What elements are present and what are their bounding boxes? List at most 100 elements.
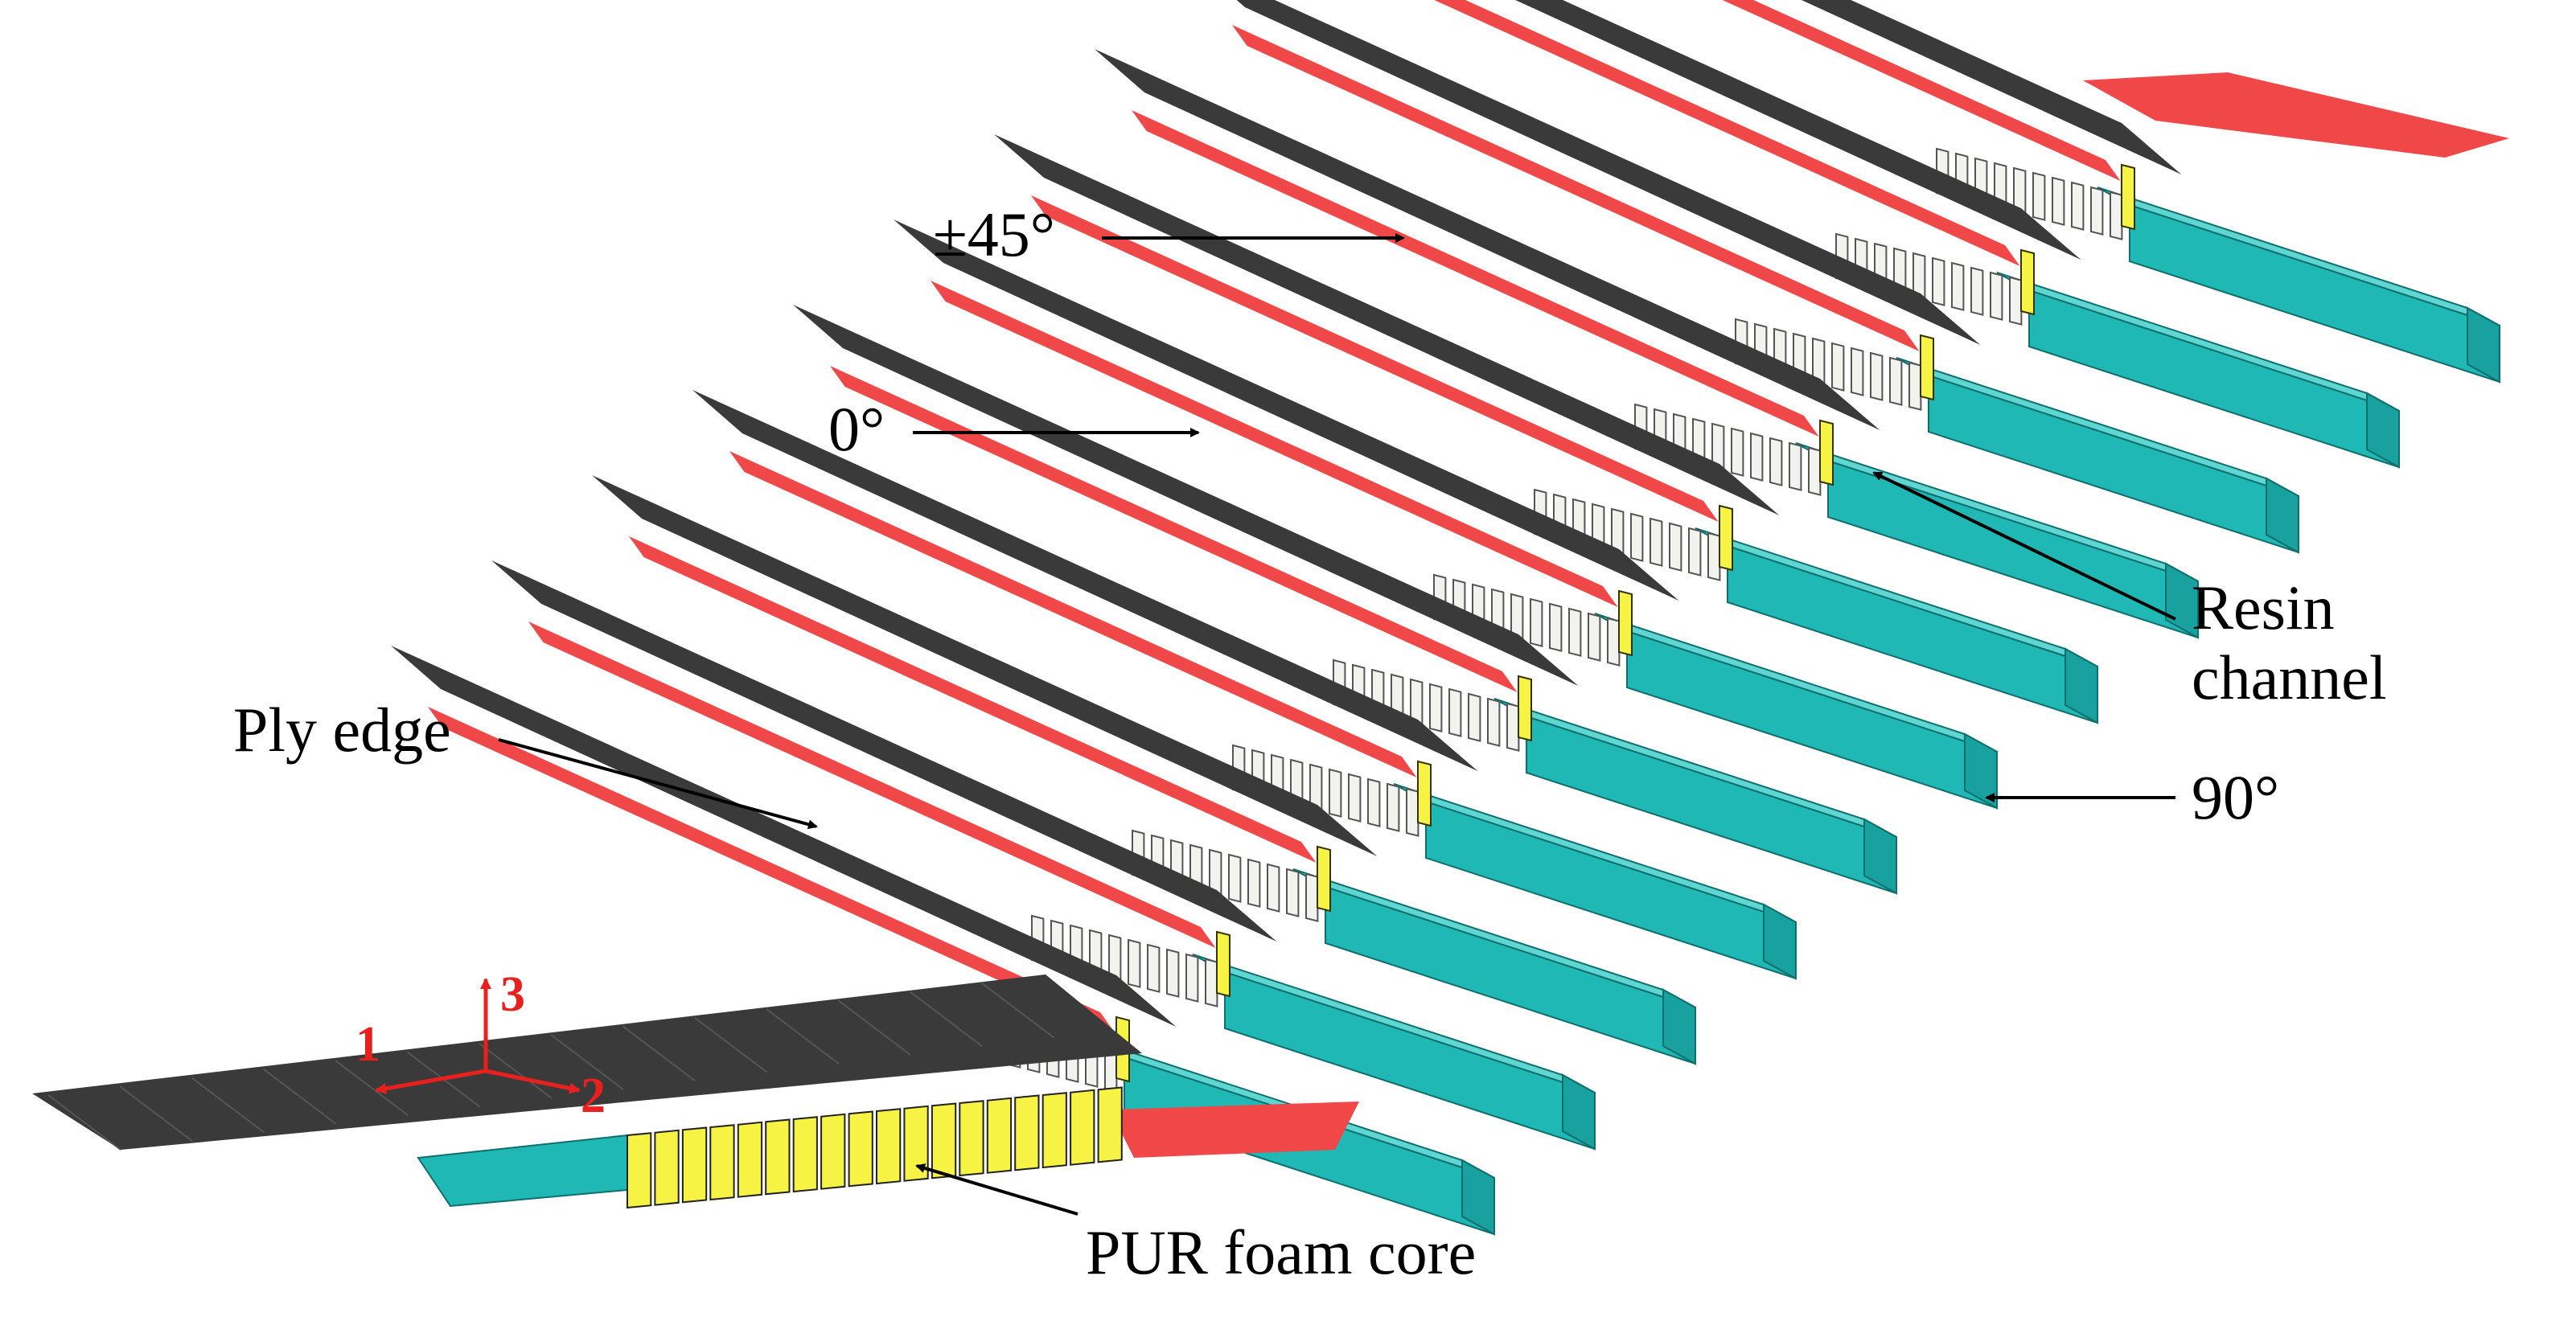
web-cell [1506,702,1520,752]
ply-steps [391,0,2509,1236]
label-ply-edge: Ply edge [233,695,451,765]
glass-ply-end [2064,647,2098,724]
label-resin-channel-line1: Resin [2192,572,2335,642]
web-cell [1348,773,1362,823]
foam-core-block [1014,1094,1040,1171]
resin-ply [629,536,1317,863]
web-cell [1205,958,1218,1007]
axis-label-1: 1 [355,1017,380,1072]
web-cell [1932,256,1945,306]
resin-channel [2121,163,2135,231]
ply-step [1232,0,2299,554]
web-cell [1831,342,1845,392]
foam-core-block [903,1105,929,1182]
foam-core-block [765,1118,791,1196]
resin-channel [1518,675,1532,742]
web-cell [1889,356,1903,406]
foam-core-block [1097,1086,1123,1163]
web-cell [1367,777,1381,827]
web-cell [1650,517,1663,567]
web-cell [1406,787,1419,837]
resin-ply [931,281,1618,607]
base-striation [119,1085,193,1143]
ply-step [1095,49,2199,639]
web-cell [1487,697,1501,747]
leader-lines [498,233,2176,1216]
resin-channel [2020,248,2035,316]
leader-resin-channel [1872,471,2176,621]
glass-ply-end [1763,903,1797,980]
web-cell [1429,683,1443,732]
coordinate-axes [375,978,581,1094]
foam-core-block [820,1113,846,1190]
web-cell [1970,266,1984,316]
foam-core-block [654,1129,680,1206]
carbon-ply [994,134,1780,515]
web-cell [1789,441,1802,491]
web-cell [1530,597,1543,647]
web-cell [1448,687,1462,737]
web-cell [1769,437,1783,486]
base-striation [191,1077,265,1134]
web-cell [2052,176,2065,226]
web-cell [2009,276,2023,326]
carbon-ply [1801,0,2182,174]
resin-ply [1132,110,1819,437]
carbon-ply [1236,0,1981,345]
web-cell [1185,953,1199,1003]
web-cell [2110,191,2123,240]
web-cell [1870,351,1884,401]
web-cell [1908,361,1922,411]
resin-channel [1417,760,1432,827]
base-striation [47,1094,121,1151]
base-striation [335,1060,409,1116]
web-cell [1128,938,1141,988]
foam-core-block [848,1110,873,1188]
foam-core-block [1041,1092,1067,1169]
glass-ply-end [2366,392,2400,469]
resin-channel [1216,930,1230,998]
web-cell [1951,261,1965,311]
web-cell [1549,602,1563,652]
resin-channel [1618,589,1633,657]
foam-core-block [792,1116,818,1193]
web-cell [1669,522,1682,572]
web-cell [1630,512,1644,562]
base-resin-ply [1110,1102,1359,1158]
web-cell [1166,948,1180,998]
web-cell [1607,617,1621,667]
web-cell [2032,171,2046,221]
web-cell [1387,782,1400,832]
base-striation [693,1016,768,1073]
foam-core-block [876,1108,902,1185]
label-ninety-degree: 90° [2192,762,2280,832]
resin-ply [1434,0,2020,266]
glass-ply-end [2467,306,2500,384]
base-striation [837,999,911,1056]
label-resin-channel: Resin channel [2192,572,2387,713]
web-cell [1808,446,1822,496]
web-cell [1990,271,2003,321]
foam-core-block [681,1126,708,1204]
web-cell [1568,607,1582,657]
web-cell [1247,858,1261,908]
label-resin-channel-line2: channel [2192,642,2387,713]
web-cell [1147,943,1161,993]
foam-core-block [1070,1089,1095,1166]
carbon-ply [1095,49,1880,430]
foam-core-block [986,1097,1013,1174]
resin-channel [1719,504,1733,572]
glass-ply-end [2266,477,2299,554]
web-cell [1688,527,1702,576]
resin-ply [1031,195,1719,522]
carbon-ply [692,390,1478,771]
resin-ply [528,622,1216,948]
glass-ply-end [1461,1159,1495,1236]
carbon-ply [1515,0,2081,260]
resin-ply [1722,0,2121,181]
web-cell [1731,427,1744,477]
axis-label-2: 2 [581,1069,606,1123]
base-striation [263,1069,337,1125]
web-cell [1851,347,1864,396]
